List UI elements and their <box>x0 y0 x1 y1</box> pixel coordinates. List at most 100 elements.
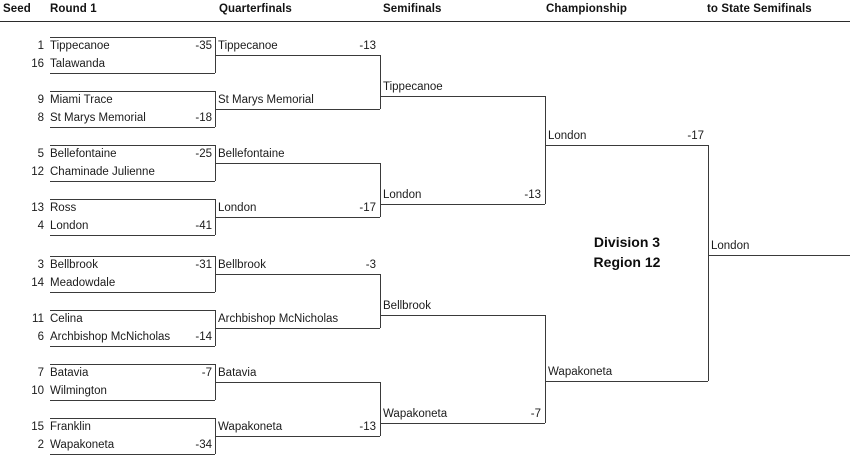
qf-team: Tippecanoe <box>218 40 278 52</box>
round1-match-3-top-line <box>50 145 215 146</box>
qf-score: -13 <box>359 421 376 433</box>
round1-match-1-top-line <box>50 37 215 38</box>
round1-score: -34 <box>195 439 212 451</box>
round1-match-4-top-line <box>50 199 215 200</box>
column-header-championship: Championship <box>546 3 628 15</box>
round1-match-4-right-line <box>215 199 216 235</box>
qf-slot-4-line <box>216 217 380 218</box>
qf-slot-8-line <box>216 436 380 437</box>
column-header-semifinals: Semifinals <box>383 3 442 15</box>
sf-pair-b-right-line <box>545 315 546 423</box>
round1-seed: 6 <box>37 331 44 343</box>
round1-match-3-bottom-line <box>50 181 215 182</box>
round1-match-7-right-line <box>215 364 216 400</box>
round1-team: Ross <box>50 202 77 214</box>
round1-team: Bellbrook <box>50 259 98 271</box>
state-advancer-line <box>709 255 850 256</box>
round1-score: -41 <box>195 220 212 232</box>
round1-seed: 15 <box>31 421 44 433</box>
state-advancer-team: London <box>711 240 750 252</box>
qf-team: St Marys Memorial <box>218 94 314 106</box>
round1-seed: 12 <box>31 166 44 178</box>
qf-pair-d-right-line <box>380 382 381 436</box>
round1-seed: 7 <box>37 367 44 379</box>
column-header-quarterfinals: Quarterfinals <box>219 3 292 15</box>
championship-slot-2-line <box>546 381 708 382</box>
sf-slot-4-line <box>381 423 545 424</box>
round1-match-7-bottom-line <box>50 400 215 401</box>
qf-slot-3-line <box>216 163 380 164</box>
round1-team: Miami Trace <box>50 94 113 106</box>
sf-slot-2-line <box>381 204 545 205</box>
round1-match-6-top-line <box>50 310 215 311</box>
round1-match-8-right-line <box>215 418 216 454</box>
round1-score: -35 <box>195 40 212 52</box>
round1-seed: 8 <box>37 112 44 124</box>
round1-seed: 4 <box>37 220 44 232</box>
qf-slot-7-line <box>216 382 380 383</box>
qf-team: London <box>218 202 257 214</box>
qf-team: Batavia <box>218 367 257 379</box>
round1-team: Talawanda <box>50 58 105 70</box>
round1-seed: 14 <box>31 277 44 289</box>
column-header-to-state-semifinals: to State Semifinals <box>707 3 812 15</box>
round1-team: Wilmington <box>50 385 107 397</box>
round1-team: Franklin <box>50 421 91 433</box>
qf-score: -13 <box>359 40 376 52</box>
qf-team: Wapakoneta <box>218 421 283 433</box>
round1-score: -25 <box>195 148 212 160</box>
round1-team: Chaminade Julienne <box>50 166 155 178</box>
round1-match-6-bottom-line <box>50 346 215 347</box>
round1-team: Tippecanoe <box>50 40 110 52</box>
round1-match-8-top-line <box>50 418 215 419</box>
championship-team: Wapakoneta <box>548 366 613 378</box>
sf-team: Tippecanoe <box>383 81 443 93</box>
round1-match-3-right-line <box>215 145 216 181</box>
round1-match-2-bottom-line <box>50 127 215 128</box>
round1-team: St Marys Memorial <box>50 112 146 124</box>
round1-seed: 5 <box>37 148 44 160</box>
round1-match-1-bottom-line <box>50 73 215 74</box>
column-header-seed: Seed <box>3 3 31 15</box>
qf-score: -17 <box>359 202 376 214</box>
round1-match-8-bottom-line <box>50 454 215 455</box>
round1-match-5-bottom-line <box>50 292 215 293</box>
round1-team: London <box>50 220 89 232</box>
championship-score: -17 <box>687 130 704 142</box>
qf-pair-b-right-line <box>380 163 381 217</box>
round1-team: Meadowdale <box>50 277 116 289</box>
qf-team: Archbishop McNicholas <box>218 313 339 325</box>
qf-team: Bellbrook <box>218 259 266 271</box>
qf-team: Bellefontaine <box>218 148 285 160</box>
sf-score: -13 <box>524 189 541 201</box>
qf-slot-2-line <box>216 109 380 110</box>
qf-pair-a-right-line <box>380 55 381 109</box>
qf-pair-c-right-line <box>380 274 381 328</box>
qf-slot-1-line <box>216 55 380 56</box>
qf-slot-6-line <box>216 328 380 329</box>
round1-match-5-right-line <box>215 256 216 292</box>
qf-slot-5-line <box>216 274 380 275</box>
round1-team: Archbishop McNicholas <box>50 331 171 343</box>
round1-match-2-top-line <box>50 91 215 92</box>
round1-team: Celina <box>50 313 83 325</box>
sf-team: Bellbrook <box>383 300 431 312</box>
round1-match-2-right-line <box>215 91 216 127</box>
sf-slot-1-line <box>381 96 545 97</box>
region-title: Division 3 Region 12 <box>546 232 708 272</box>
round1-team: Bellefontaine <box>50 148 117 160</box>
championship-slot-1-line <box>546 145 708 146</box>
sf-score: -7 <box>530 408 541 420</box>
round1-score: -18 <box>195 112 212 124</box>
round1-seed: 10 <box>31 385 44 397</box>
round1-seed: 16 <box>31 58 44 70</box>
header-divider <box>0 21 850 22</box>
round1-match-4-bottom-line <box>50 235 215 236</box>
round1-seed: 13 <box>31 202 44 214</box>
round1-match-6-right-line <box>215 310 216 346</box>
round1-score: -7 <box>201 367 212 379</box>
round1-score: -14 <box>195 331 212 343</box>
region-title-line-1: Division 3 <box>593 234 661 250</box>
round1-match-7-top-line <box>50 364 215 365</box>
